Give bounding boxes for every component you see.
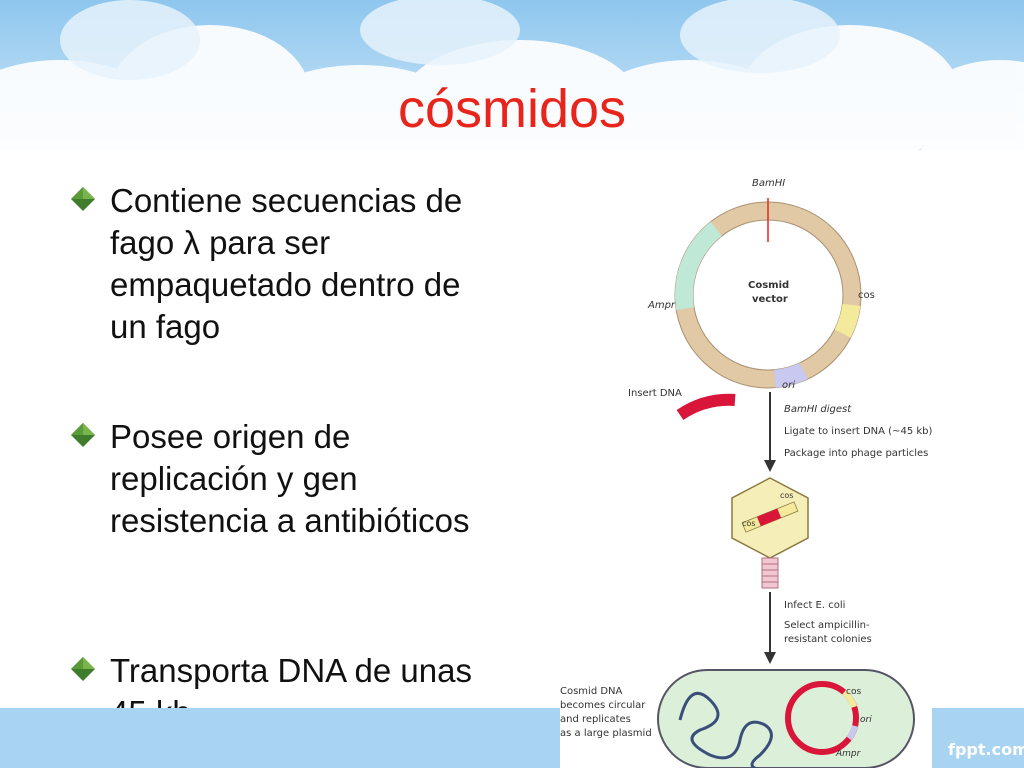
arrow-head-icon <box>764 460 776 472</box>
green-gem-icon <box>71 657 95 681</box>
step-ligate: Ligate to insert DNA (~45 kb) <box>784 426 933 437</box>
result-line-4: as a large plasmid <box>560 728 652 739</box>
vector-label: vector <box>752 294 788 305</box>
phage-particle <box>731 477 809 589</box>
result-line-1: Cosmid DNA <box>560 686 623 697</box>
insert-dna-label: Insert DNA <box>628 388 682 399</box>
bamhi-label: BamHI <box>752 178 785 189</box>
cell-cos-label: cos <box>846 687 861 697</box>
step-select: Select ampicillin- <box>784 620 870 631</box>
phage-cos-right: cos <box>780 491 793 500</box>
fppt-logo: fppt.com <box>948 740 1024 759</box>
bullet-text: Contiene secuencias de fago λ para ser e… <box>110 182 463 345</box>
cell-amp-label: Ampr <box>835 749 862 759</box>
insert-dna-fragment <box>676 393 736 421</box>
result-line-2: becomes circular <box>560 700 646 711</box>
step-package: Package into phage particles <box>784 448 928 459</box>
cosmid-label: Cosmid <box>748 280 789 291</box>
bullet-text: Posee origen de replicación y gen resist… <box>110 418 470 539</box>
step-colonies: resistant colonies <box>784 634 872 645</box>
ori-label: ori <box>782 380 795 391</box>
ecoli-cell <box>657 669 915 768</box>
phage-cos-left: cos <box>742 519 755 528</box>
slide-title: cósmidos <box>397 79 627 139</box>
step-infect: Infect E. coli <box>784 600 845 611</box>
amp-label: Ampr <box>647 300 676 311</box>
cell-ori-label: ori <box>860 715 872 725</box>
cosmid-diagram: BamHI Cosmid vector Ampr cos ori Insert … <box>560 178 933 768</box>
result-line-3: and replicates <box>560 714 631 725</box>
green-gem-icon <box>71 187 95 211</box>
green-gem-icon <box>71 423 95 447</box>
cos-label: cos <box>858 290 875 301</box>
step-bamhi-digest: BamHI digest <box>784 404 852 415</box>
arrow-head-icon <box>764 652 776 664</box>
